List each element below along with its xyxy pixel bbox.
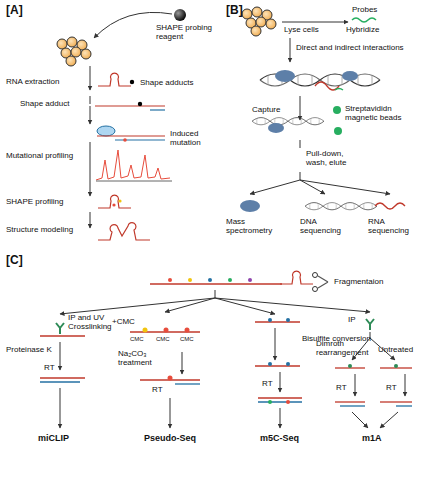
step-label: RT (262, 380, 273, 389)
bead-label: Streptavididn magnetic beads (345, 105, 417, 123)
step-label: Structure modeling (6, 226, 73, 235)
adduct-label: CMC (130, 336, 144, 343)
step-label: Shape adducts (140, 79, 193, 88)
reagent-label: +CMC (112, 318, 135, 327)
step-label: Pull-down, wash, elute (306, 150, 366, 168)
adduct-label: CMC (180, 336, 194, 343)
step-label: Dimroth rearrangement (316, 340, 366, 358)
step-label: Na₂CO₃ treatment (118, 350, 178, 368)
step-label: Shape adduct (20, 100, 69, 109)
method-name: m1A (362, 434, 382, 444)
step-label: RT (44, 364, 55, 373)
panel-label: [A] (6, 4, 23, 17)
step-label: RT (336, 384, 347, 393)
step-label: RT (152, 386, 163, 395)
reagent-label: SHAPE probing reagent (156, 24, 220, 42)
step-label: SHAPE profiling (6, 198, 63, 207)
output-label: Mass spectrometry (226, 218, 276, 236)
step-label: Untreated (378, 346, 413, 355)
probe-label: Probes (352, 6, 377, 15)
step-label: Induced mutation (170, 130, 220, 148)
step-label: RNA extraction (6, 78, 59, 87)
output-label: RNA sequencing (368, 218, 418, 236)
method-name: Pseudo-Seq (144, 434, 196, 444)
step-label: RT (386, 384, 397, 393)
panel-label: [C] (6, 254, 23, 267)
step-label: Mutational profiling (6, 152, 73, 161)
method-name: miCLIP (38, 434, 69, 444)
step-label: Capture (252, 106, 280, 115)
step-label: Hybridize (346, 26, 379, 35)
adduct-label: CMC (156, 336, 170, 343)
method-name: m5C-Seq (260, 434, 299, 444)
step-label: Fragmentaion (334, 278, 383, 287)
output-label: DNA sequencing (300, 218, 355, 236)
step-label: Proteinase K (6, 346, 52, 355)
step-label: Direct and indirect interactions (296, 44, 404, 53)
step-label: IP (348, 316, 356, 325)
step-label: Lyse cells (284, 26, 319, 35)
panel-label: [B] (226, 4, 243, 17)
